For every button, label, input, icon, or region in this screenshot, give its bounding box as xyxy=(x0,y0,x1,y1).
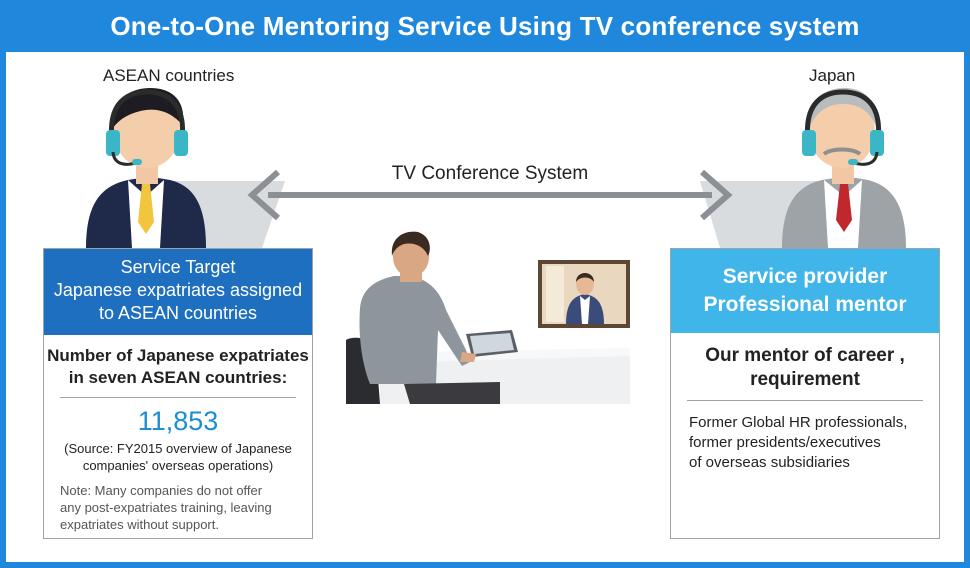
source-line: (Source: FY2015 overview of Japanese xyxy=(64,441,292,456)
operator-with-headset-icon xyxy=(86,88,206,248)
mentor-heading: requirement xyxy=(750,369,860,390)
service-provider-card: Service provider Professional mentor Our… xyxy=(670,248,940,539)
mentor-description: Former Global HR professionals, former p… xyxy=(689,413,925,473)
expatriates-count-heading: in seven ASEAN countries: xyxy=(68,368,288,387)
note-line: any post-expatriates training, leaving xyxy=(60,500,272,515)
service-target-title-line: Service Target xyxy=(120,257,236,277)
source-note: (Source: FY2015 overview of Japanese com… xyxy=(44,440,312,474)
page-title: One-to-One Mentoring Service Using TV co… xyxy=(110,10,860,41)
service-target-header: Service Target Japanese expatriates assi… xyxy=(44,249,312,335)
mentor-description-line: former presidents/executives xyxy=(689,434,881,451)
note-line: expatriates without support. xyxy=(60,517,219,532)
divider xyxy=(687,400,923,401)
expatriates-count-heading: Number of Japanese expatriates xyxy=(47,346,309,365)
service-target-card: Service Target Japanese expatriates assi… xyxy=(43,248,313,539)
service-provider-title-line: Service provider xyxy=(722,265,888,288)
support-note: Note: Many companies do not offer any po… xyxy=(60,482,298,533)
source-line: companies' overseas operations) xyxy=(82,458,274,473)
mentor-with-headset-icon xyxy=(782,88,906,248)
mentor-description-line: Former Global HR professionals, xyxy=(689,414,908,431)
service-provider-header: Service provider Professional mentor xyxy=(671,249,939,333)
mentor-description-line: of overseas subsidiaries xyxy=(689,454,850,471)
mentor-heading: Our mentor of career , xyxy=(705,345,905,366)
divider xyxy=(60,397,296,398)
tablet-icon xyxy=(466,330,518,357)
left-region-label: ASEAN countries xyxy=(103,66,235,85)
tv-screen-icon xyxy=(538,260,630,328)
service-target-title-line: Japanese expatriates assigned xyxy=(53,280,303,300)
service-target-title-line: to ASEAN countries xyxy=(98,303,258,323)
right-region-label: Japan xyxy=(809,66,856,85)
expatriates-count-value: 11,853 xyxy=(137,406,219,436)
link-label: TV Conference System xyxy=(391,163,589,184)
double-arrow-icon xyxy=(247,169,733,221)
person-at-desk-videocall-icon xyxy=(346,231,630,404)
note-line: Note: Many companies do not offer xyxy=(60,483,263,498)
service-provider-title-line: Professional mentor xyxy=(703,293,907,316)
